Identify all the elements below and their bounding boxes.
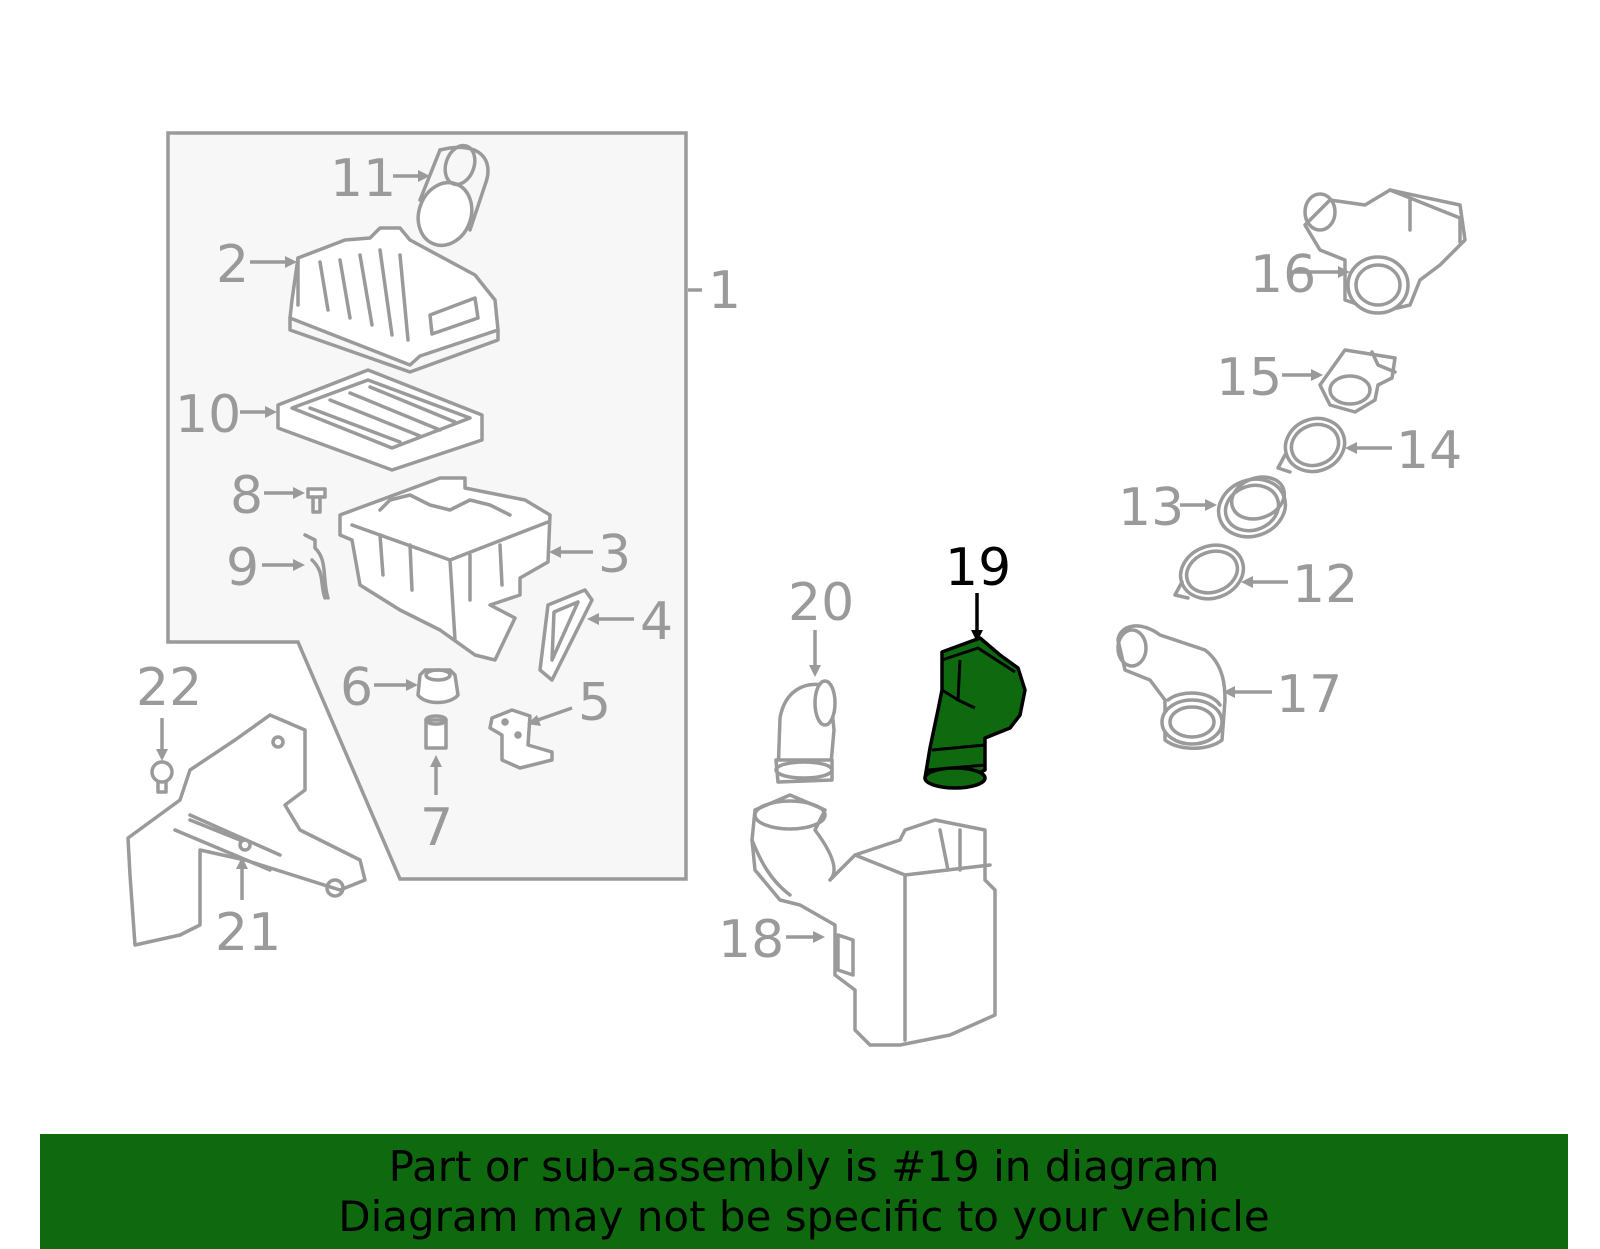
arrowhead-20: [809, 665, 821, 677]
part-14-drawing: [1276, 416, 1347, 474]
part-2-drawing: [288, 226, 500, 374]
callout-20: 20: [788, 573, 854, 633]
part-22-drawing: [150, 760, 174, 794]
part-8-drawing: [306, 487, 327, 514]
arrowhead-9: [293, 559, 305, 571]
arrowhead-7: [430, 755, 442, 767]
arrowhead-16: [1338, 266, 1350, 278]
banner-line-1: Part or sub-assembly is #19 in diagram: [388, 1141, 1220, 1191]
arrowhead-22: [156, 749, 168, 761]
arrowhead-10: [265, 406, 277, 418]
part-4-drawing: [538, 588, 594, 682]
callout-11: 11: [330, 149, 396, 209]
part-7-drawing: [424, 714, 448, 750]
callout-8: 8: [230, 466, 263, 526]
callout-18: 18: [718, 910, 784, 970]
callout-6: 6: [340, 658, 373, 718]
arrowhead-5: [527, 715, 541, 726]
part-3-drawing: [338, 476, 552, 662]
banner-line-2: Diagram may not be specific to your vehi…: [338, 1191, 1270, 1241]
callout-13: 13: [1118, 478, 1184, 538]
part-21-drawing: [126, 713, 367, 947]
callout-4: 4: [640, 592, 673, 652]
callout-2: 2: [216, 235, 249, 295]
callout-7: 7: [420, 798, 453, 858]
callout-9: 9: [226, 538, 259, 598]
arrowhead-17: [1223, 686, 1235, 698]
callout-15: 15: [1216, 348, 1282, 408]
callout-22: 22: [136, 658, 202, 718]
arrowhead-19: [971, 630, 983, 642]
arrowhead-12: [1241, 576, 1253, 588]
part-20-drawing: [774, 679, 837, 784]
part-6-drawing: [416, 668, 460, 705]
part-17-drawing: [1116, 624, 1227, 750]
callout-21: 21: [215, 903, 281, 963]
part-5-drawing: [488, 708, 554, 770]
callout-labels: 11 2 1 10 8 3 9 4 6 5 7 22 21 20 19 18 1…: [136, 149, 1462, 970]
part-16-drawing: [1303, 188, 1467, 315]
callout-14: 14: [1396, 421, 1462, 481]
part-19-drawing: [923, 636, 1027, 790]
arrowhead-6: [406, 679, 418, 691]
arrowhead-4: [587, 613, 599, 625]
part-13-drawing: [1216, 475, 1288, 539]
info-banner: Part or sub-assembly is #19 in diagram D…: [40, 1134, 1568, 1249]
part-11-drawing: [416, 143, 490, 248]
arrowhead-8: [293, 487, 305, 499]
callout-3: 3: [598, 525, 631, 585]
arrowhead-18: [813, 931, 825, 943]
callout-16: 16: [1250, 245, 1316, 305]
callout-10: 10: [175, 385, 241, 445]
part-18-drawing: [750, 793, 997, 1047]
part-12-drawing: [1173, 543, 1246, 601]
arrowhead-15: [1311, 369, 1323, 381]
callout-17: 17: [1276, 665, 1342, 725]
callout-5: 5: [578, 673, 611, 733]
callout-1: 1: [708, 261, 741, 321]
arrowhead-2: [285, 256, 297, 268]
callout-19: 19: [945, 538, 1011, 598]
part-10-drawing: [276, 368, 484, 472]
part-15-drawing: [1318, 348, 1397, 414]
arrowhead-13: [1205, 499, 1217, 511]
callout-12: 12: [1292, 555, 1358, 615]
leader-lines: [156, 170, 1392, 943]
arrowhead-3: [549, 546, 561, 558]
arrowhead-14: [1345, 442, 1357, 454]
arrowhead-11: [418, 170, 430, 182]
part-9-drawing: [303, 533, 330, 600]
arrowhead-21: [236, 857, 248, 869]
